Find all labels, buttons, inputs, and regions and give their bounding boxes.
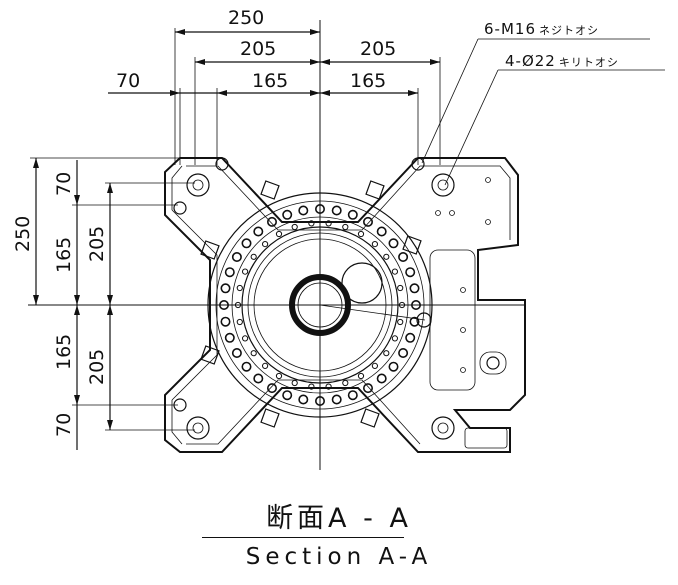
bolt-hole — [314, 204, 325, 215]
title-underline — [202, 537, 404, 538]
mounting-lug — [260, 408, 280, 428]
bolt-hole — [220, 283, 231, 294]
bolt-hole — [262, 362, 269, 369]
bolt-hole — [262, 241, 269, 248]
dim-top-70: 70 — [116, 70, 140, 92]
section-title-jp: 断面A - A — [266, 503, 412, 534]
dim-top-165-left: 165 — [252, 70, 288, 92]
bolt-hole — [241, 361, 252, 372]
bolt-hole — [409, 283, 420, 294]
section-title-en: Section A-A — [245, 544, 433, 570]
bolt-hole — [236, 318, 243, 326]
bolt-hole — [397, 284, 404, 292]
bolt-hole — [397, 318, 404, 326]
bolt-hole — [308, 383, 315, 390]
bolt-hole — [250, 350, 257, 357]
bolt-hole — [331, 394, 342, 405]
bolt-hole — [253, 373, 264, 384]
left-dimensions — [30, 157, 195, 450]
dim-left-70-lower: 70 — [53, 413, 75, 437]
bolt-hole — [398, 347, 409, 358]
dim-top-250: 250 — [228, 7, 264, 29]
bolt-hole — [371, 362, 378, 369]
bolt-hole — [275, 372, 283, 380]
bolt-hole — [220, 316, 231, 327]
bolt-hole — [250, 253, 257, 260]
bolt-hole — [357, 372, 365, 380]
bolt-hole — [291, 379, 298, 387]
bolt-hole — [342, 223, 349, 231]
bolt-hole — [347, 209, 358, 220]
dim-left-165-upper: 165 — [53, 237, 75, 273]
dim-left-205-upper: 205 — [86, 226, 108, 262]
top-dimensions — [108, 28, 441, 165]
bolt-hole — [224, 332, 235, 343]
bolt-hole — [388, 361, 399, 372]
bolt-hole — [282, 209, 293, 220]
bolt-hole — [405, 267, 416, 278]
bolt-hole — [362, 216, 373, 227]
bolt-hole — [291, 223, 298, 231]
bolt-hole — [383, 253, 390, 260]
bolt-hole — [388, 238, 399, 249]
bolt-hole — [376, 373, 387, 384]
bolt-hole — [298, 394, 309, 405]
dim-left-205-lower: 205 — [86, 349, 108, 385]
dim-left-165-lower: 165 — [53, 334, 75, 370]
bolt-hole — [266, 216, 277, 227]
bolt-hole — [376, 226, 387, 237]
bolt-hole — [362, 383, 373, 394]
bolt-hole — [236, 284, 243, 292]
bolt-hole — [409, 316, 420, 327]
dim-left-70-upper: 70 — [53, 172, 75, 196]
mounting-lugs — [200, 180, 422, 428]
bolt-hole — [308, 220, 315, 227]
bolt-circle — [219, 204, 421, 406]
mounting-lug — [260, 180, 280, 200]
mounting-lug — [200, 345, 220, 365]
bolt-hole — [383, 350, 390, 357]
base-outline — [164, 157, 526, 453]
bolt-hole — [231, 347, 242, 358]
dim-top-205-right: 205 — [360, 38, 396, 60]
bolt-hole — [224, 267, 235, 278]
mounting-lug — [402, 235, 422, 255]
dim-left-250: 250 — [12, 216, 34, 252]
bolt-hole — [405, 332, 416, 343]
bolt-hole — [342, 379, 349, 387]
bolt-hole — [391, 335, 398, 342]
bolt-hole — [325, 220, 332, 227]
bolt-hole — [347, 390, 358, 401]
bolt-hole — [398, 301, 406, 309]
bolt-hole — [282, 390, 293, 401]
bolt-hole — [391, 268, 398, 275]
dim-top-205-left: 205 — [240, 38, 276, 60]
bolt-hole — [371, 241, 378, 248]
mounting-lug — [360, 408, 380, 428]
bolt-hole — [275, 230, 283, 238]
bolt-hole — [357, 230, 365, 238]
bearing-ring — [207, 192, 433, 418]
bolt-hole — [298, 205, 309, 216]
bolt-hole — [266, 383, 277, 394]
mounting-lug — [365, 180, 385, 200]
bolt-hole — [331, 205, 342, 216]
bolt-hole — [314, 395, 325, 406]
mounting-lug — [200, 240, 220, 260]
bolt-hole — [242, 335, 249, 342]
bolt-hole — [410, 299, 421, 310]
bolt-hole — [253, 226, 264, 237]
bolt-hole — [234, 301, 242, 309]
bolt-hole — [241, 238, 252, 249]
bolt-hole — [325, 383, 332, 390]
bolt-hole — [219, 299, 230, 310]
bolt-hole — [231, 252, 242, 263]
bolt-hole — [398, 252, 409, 263]
bolt-hole — [242, 268, 249, 275]
dim-top-165-right: 165 — [350, 70, 386, 92]
